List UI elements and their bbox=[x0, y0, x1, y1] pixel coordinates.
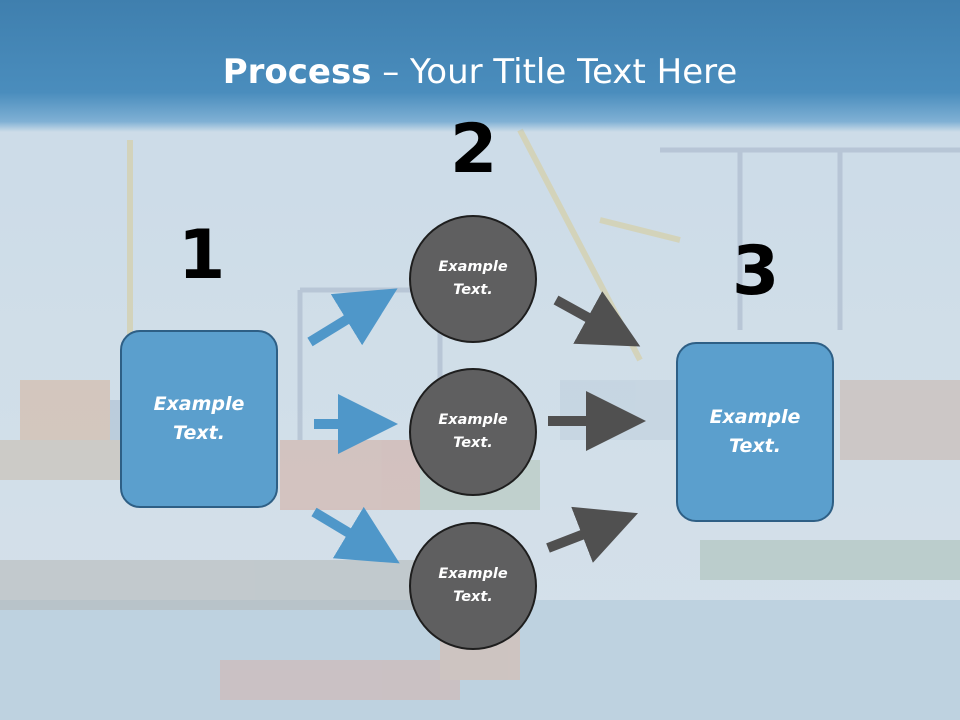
title-banner bbox=[0, 0, 960, 132]
arrow-1-to-bottom bbox=[311, 506, 400, 564]
slide-title: Process – Your Title Text Here bbox=[0, 52, 960, 92]
step-2-node-middle: Example Text. bbox=[409, 368, 537, 496]
arrow-1-to-top bbox=[307, 288, 398, 347]
step-2-node-top: Example Text. bbox=[409, 215, 537, 343]
step-2-node-bottom: Example Text. bbox=[409, 522, 537, 650]
arrow-bottom-to-3 bbox=[546, 506, 638, 563]
step-number-1: 1 bbox=[178, 216, 226, 295]
step-1-box: Example Text. bbox=[120, 330, 278, 508]
title-bold: Process bbox=[222, 52, 372, 92]
step-number-3: 3 bbox=[732, 232, 780, 311]
title-rest: – Your Title Text Here bbox=[371, 52, 738, 92]
arrow-top-to-3 bbox=[553, 291, 641, 347]
step-3-box: Example Text. bbox=[676, 342, 834, 522]
step-number-2: 2 bbox=[450, 110, 498, 189]
